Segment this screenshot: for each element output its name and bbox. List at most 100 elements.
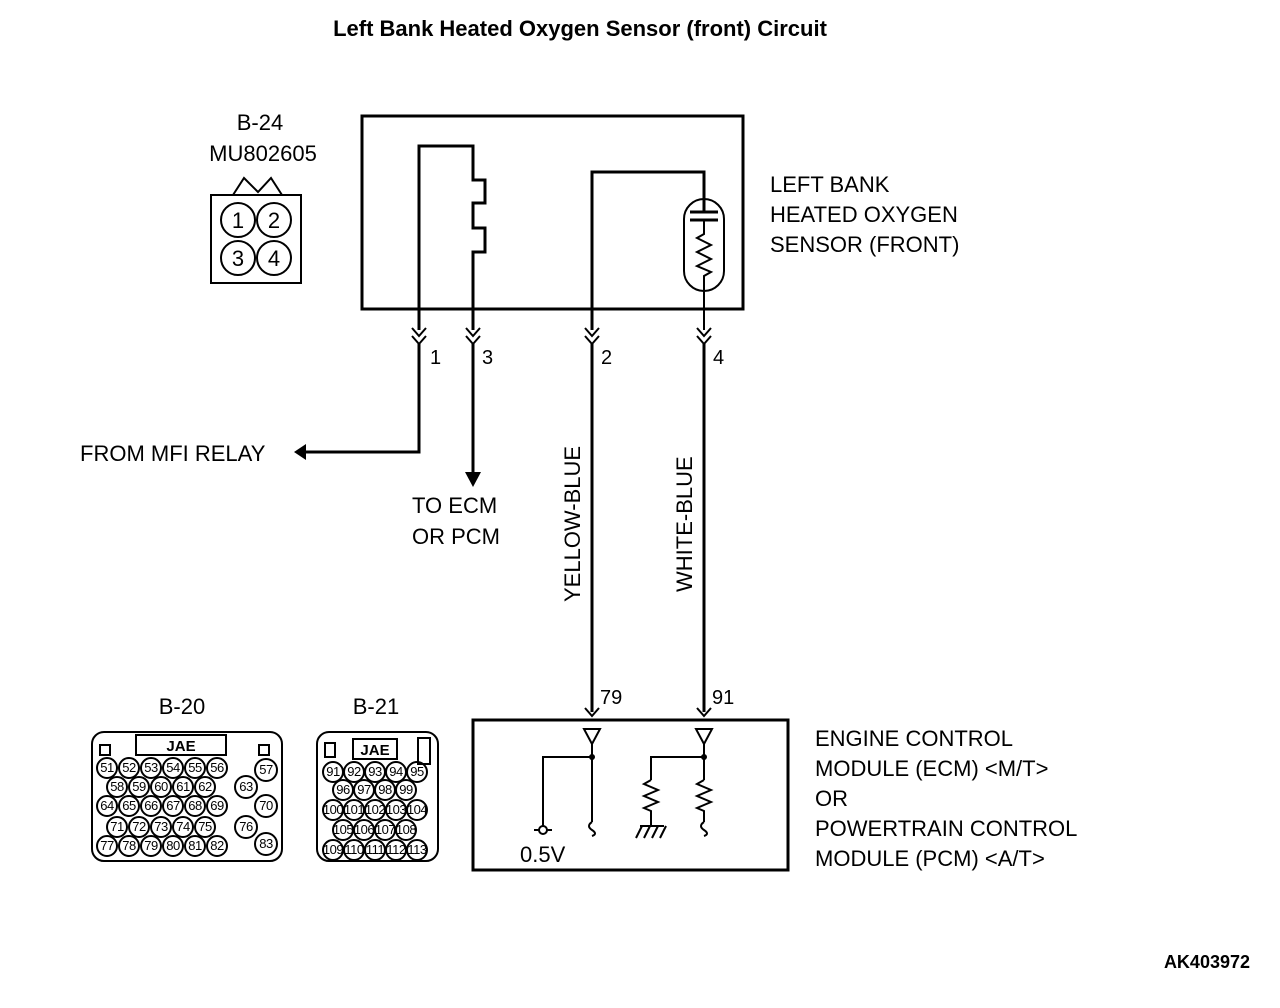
connector-latch-icon — [232, 176, 283, 196]
connector-b24-body — [210, 194, 302, 284]
connector-pin-label: 113 — [407, 842, 426, 857]
sensing-wire — [590, 170, 706, 330]
connector-pin-label: 67 — [166, 798, 180, 813]
connector-pin-label: 51 — [100, 760, 114, 775]
connector-pin — [140, 757, 162, 779]
connector-pin-label: 99 — [399, 782, 413, 797]
voltage-label: 0.5V — [520, 842, 566, 867]
connector-pin-label: 105 — [333, 822, 353, 837]
connector-pin-label: 81 — [188, 838, 202, 853]
connector-pin-label: 56 — [210, 760, 224, 775]
connector-b24-id: B-24 — [237, 110, 283, 135]
connector-pin-label: 97 — [357, 782, 371, 797]
connector-pin-label: 106 — [354, 822, 374, 837]
connector-pin-label: 64 — [100, 798, 114, 813]
ecm-name-line: POWERTRAIN CONTROL — [815, 816, 1077, 841]
connector-pin — [118, 835, 140, 857]
connector-pin-label: 60 — [154, 779, 168, 794]
connector-pin-label: 111 — [366, 842, 385, 857]
connector-pin-label: 78 — [122, 838, 136, 853]
connector-pin-label: 107 — [375, 822, 395, 837]
connector-b24-part-number: MU802605 — [209, 141, 317, 166]
connector-b21-brand: JAE — [360, 742, 389, 759]
sensor-housing — [360, 114, 745, 311]
wire-color-label: WHITE-BLUE — [672, 456, 697, 592]
ecm-terminal-label: 91 — [712, 687, 734, 709]
arrow-in-icon — [294, 444, 306, 460]
connector-pin-label: 94 — [389, 764, 403, 779]
connector-pin — [395, 779, 417, 801]
connector-pin — [194, 816, 216, 838]
connector-b21-body — [316, 731, 439, 862]
connector-pin — [150, 776, 172, 798]
connector-pin — [128, 776, 150, 798]
pulldown-resistor-icon — [641, 779, 661, 826]
ecm-terminal-label: 79 — [600, 687, 622, 709]
connector-pin — [172, 776, 194, 798]
to-ecm-label-line: TO ECM — [412, 493, 497, 518]
connector-pin — [395, 819, 417, 841]
connector-pin-label: 83 — [259, 836, 273, 851]
connector-pin-label: 91 — [326, 764, 340, 779]
connector-pin-label: 55 — [188, 760, 202, 775]
connector-pin — [172, 816, 194, 838]
connector-b21-id: B-21 — [353, 694, 399, 719]
connector-pin — [96, 757, 118, 779]
connector-pin — [128, 816, 150, 838]
connector-pin-label: 101 — [344, 802, 364, 817]
connector-pin-label: 61 — [176, 779, 190, 794]
connector-pin-label: 53 — [144, 760, 158, 775]
from-mfi-relay-label: FROM MFI RELAY — [80, 441, 266, 466]
ecm-input-icon — [582, 728, 602, 747]
connector-pin — [206, 795, 228, 817]
connector-pin-label: 58 — [110, 779, 124, 794]
sensor-resistor-icon — [694, 220, 714, 330]
ecm-name-line: MODULE (ECM) <M/T> — [815, 756, 1048, 781]
connector-pin — [406, 799, 428, 821]
connector-pin — [406, 761, 428, 783]
connector-pin-label: 69 — [210, 798, 224, 813]
connector-pin-label: 73 — [154, 819, 168, 834]
connector-pin — [254, 758, 278, 782]
connector-pin — [162, 757, 184, 779]
connector-pin — [96, 835, 118, 857]
connector-pin — [106, 816, 128, 838]
ecm-housing — [471, 718, 790, 872]
reference-voltage-icon — [538, 825, 548, 835]
connector-pin — [162, 795, 184, 817]
ecm-input-icon — [694, 728, 714, 747]
connector-b20-id: B-20 — [159, 694, 205, 719]
connector-b24-pin: 2 — [268, 208, 280, 233]
oxygen-sensor: LEFT BANK HEATED OXYGEN SENSOR (FRONT) — [360, 114, 959, 330]
reference-code: AK403972 — [1164, 952, 1250, 972]
heater-element-icon — [417, 144, 487, 330]
connector-pin-label: 110 — [344, 842, 363, 857]
connector-pin-label: 75 — [198, 819, 212, 834]
connector-pin-label: 79 — [144, 838, 158, 853]
connector-pin — [194, 776, 216, 798]
connector-pin-label: 76 — [239, 819, 253, 834]
connector-pin — [96, 795, 118, 817]
connector-pin-label: 109 — [323, 842, 343, 857]
arrow-down-icon — [465, 472, 481, 487]
connector-pin — [184, 835, 206, 857]
connector-pin — [406, 839, 428, 861]
ecm-input-symbol — [700, 821, 708, 837]
wire-mfi-relay — [306, 344, 421, 454]
connector-pin-label: 54 — [166, 760, 180, 775]
connector-pin-label: 71 — [110, 819, 124, 834]
ecm-name-line: OR — [815, 786, 848, 811]
connector-pin — [140, 835, 162, 857]
connector-pin-label: 63 — [239, 779, 253, 794]
sensor-name-line: SENSOR (FRONT) — [770, 232, 959, 257]
connector-b20-body — [91, 731, 283, 862]
connector-pin-label: 82 — [210, 838, 224, 853]
connector-pin-label: 77 — [100, 838, 114, 853]
to-ecm-label-line: OR PCM — [412, 524, 500, 549]
connector-pin-label: 95 — [410, 764, 424, 779]
connector-chevrons — [411, 327, 712, 346]
terminal-label: 4 — [713, 347, 724, 369]
